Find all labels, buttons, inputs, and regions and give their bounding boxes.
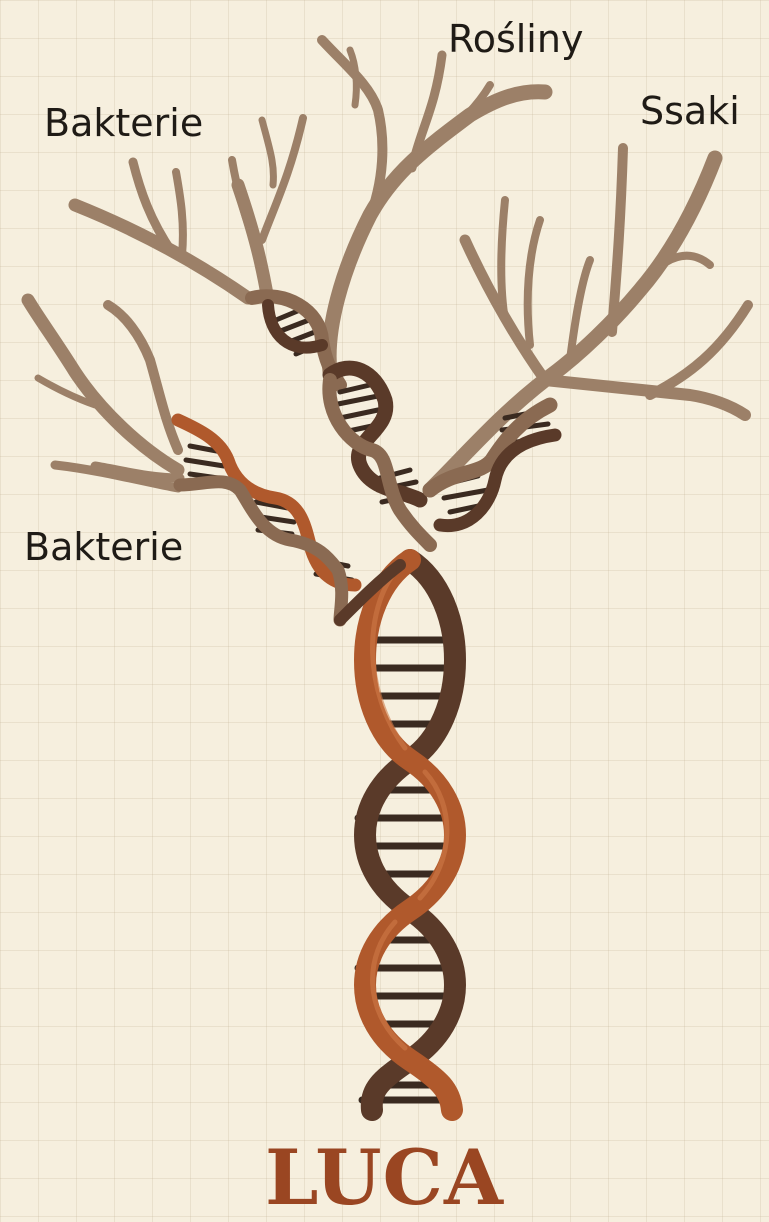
branch-top-left [75,118,303,300]
label-bakterie-left: Bakterie [24,528,183,566]
label-ssaki: Ssaki [640,92,740,130]
label-bakterie-top: Bakterie [44,104,203,142]
branch-top-right [430,148,748,490]
label-rosliny: Rośliny [448,20,583,58]
root-label-luca: LUCA [0,1140,769,1216]
branch-left [28,300,180,488]
dna-upper-center-helix [329,368,430,545]
dna-trunk-helix [358,560,462,1110]
